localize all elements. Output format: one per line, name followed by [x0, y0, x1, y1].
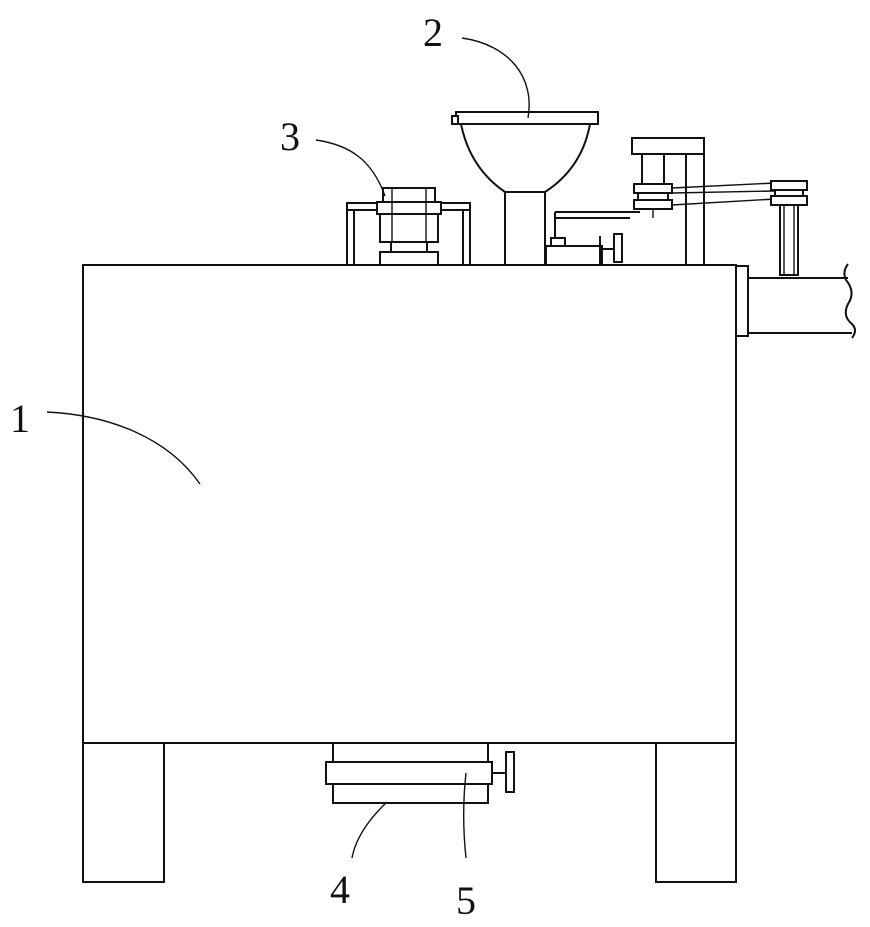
label-3: 3: [280, 114, 300, 159]
label-1: 1: [10, 396, 30, 441]
bottom-outlet: [325, 742, 493, 804]
side-pipe: [735, 263, 856, 339]
drive-belt: [671, 182, 776, 206]
label-5: 5: [456, 878, 476, 923]
crank-mechanism: [545, 211, 640, 266]
tank-body: [82, 264, 737, 744]
left-leg: [82, 742, 165, 883]
right-leg: [655, 742, 737, 883]
pulley-stand: [631, 137, 705, 265]
label-4: 4: [330, 867, 350, 912]
feed-hopper: [451, 111, 599, 265]
motor-assembly: [346, 187, 471, 266]
leader-lines: [46, 37, 530, 859]
label-2: 2: [423, 10, 443, 55]
right-pulley: [770, 180, 808, 276]
outlet-valve: [492, 751, 515, 793]
